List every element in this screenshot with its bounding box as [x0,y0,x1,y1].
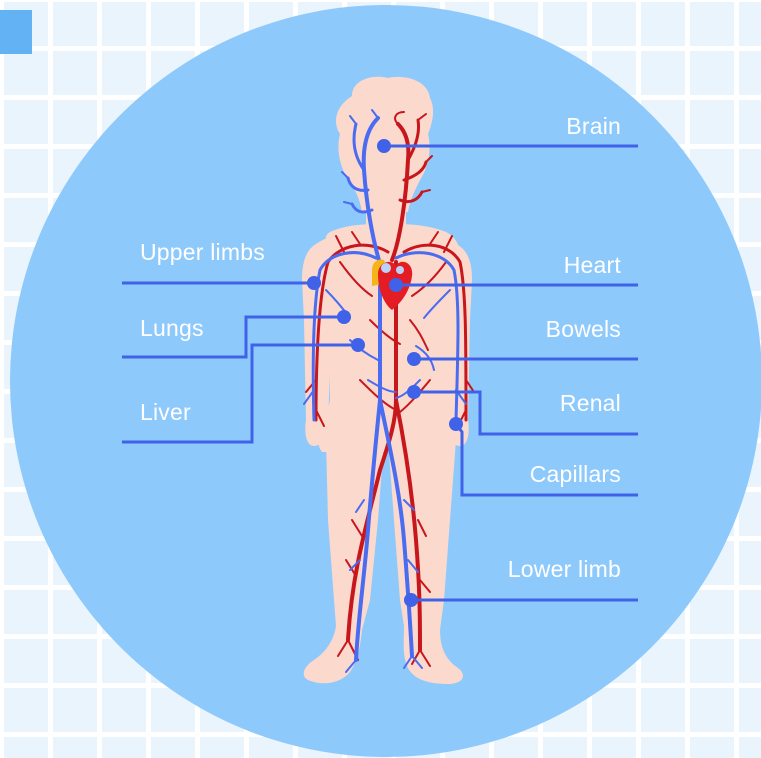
label-renal: Renal [520,390,621,416]
label-liver: Liver [140,399,191,425]
callout-dot-lungs [337,310,351,324]
callout-dot-upper-limbs [307,276,321,290]
label-lower-limb: Lower limb [460,556,621,582]
callout-dot-renal [407,385,421,399]
callout-dot-capillars [449,417,463,431]
callout-dot-lower-limb [404,593,418,607]
label-heart: Heart [520,252,621,278]
callout-dot-bowels [407,352,421,366]
label-upper-limbs: Upper limbs [140,239,265,265]
callout-dot-liver [351,338,365,352]
label-bowels: Bowels [500,316,621,342]
label-lungs: Lungs [140,315,204,341]
callout-dot-heart [389,278,403,292]
callout-dot-brain [377,139,391,153]
label-brain: Brain [520,113,621,139]
label-capillars: Capillars [480,461,621,487]
